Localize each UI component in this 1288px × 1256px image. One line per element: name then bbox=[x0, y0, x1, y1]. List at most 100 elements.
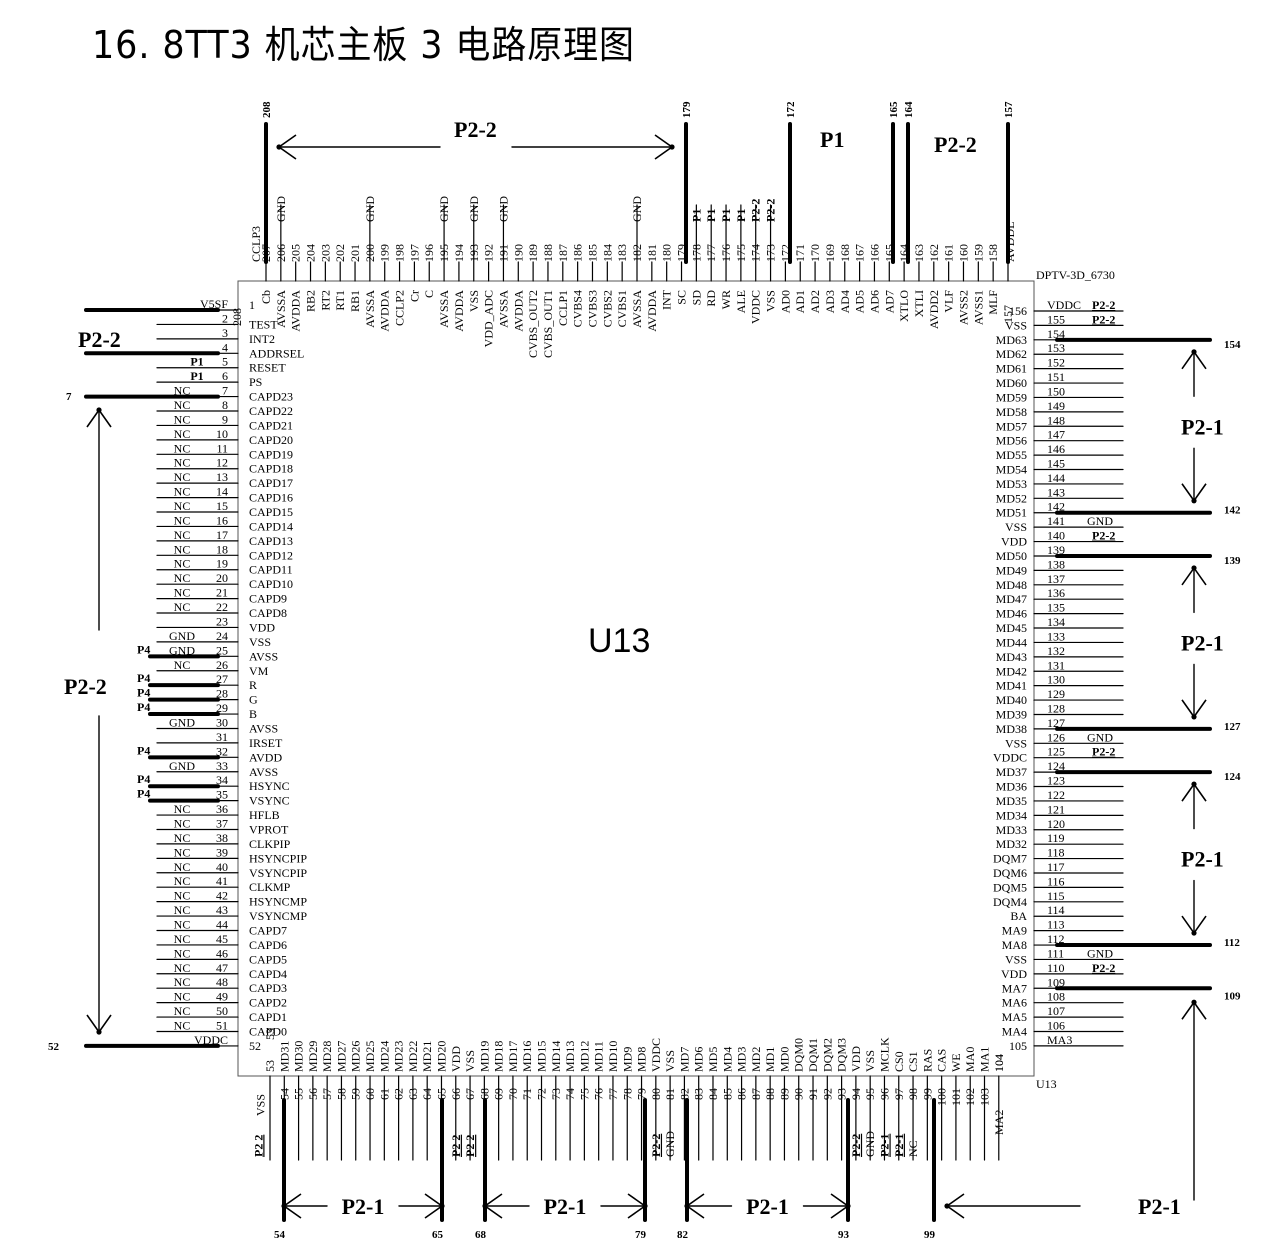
pin-number: 7 bbox=[222, 384, 228, 398]
pin-number: 70 bbox=[506, 1088, 520, 1100]
pin-name: RT2 bbox=[318, 290, 332, 311]
pin-name: MD29 bbox=[306, 1041, 320, 1072]
pin-name: MD18 bbox=[492, 1041, 506, 1072]
net-label: P2 2 bbox=[449, 1135, 463, 1157]
pin-name: MD10 bbox=[606, 1041, 620, 1072]
net-label: VDDC bbox=[194, 1033, 228, 1047]
pin-name: MD32 bbox=[996, 837, 1027, 851]
net-label: NC bbox=[174, 499, 191, 513]
pin-name: MD54 bbox=[996, 463, 1027, 477]
pin-name: VSS bbox=[463, 1050, 477, 1072]
bus-endpoint-52: 52 bbox=[48, 1041, 60, 1053]
pin-number: 37 bbox=[216, 816, 228, 830]
pin-number: 133 bbox=[1047, 629, 1065, 643]
pin-name: CAPD15 bbox=[249, 505, 293, 519]
pin-name: AVDD bbox=[249, 750, 282, 764]
pin-number: 198 bbox=[393, 244, 407, 262]
pin-number: 149 bbox=[1047, 399, 1065, 413]
pin-name: MD58 bbox=[996, 405, 1027, 419]
bus-label-right_4: P2-1 bbox=[1138, 1194, 1181, 1219]
arrow-right-icon-dot bbox=[439, 1203, 445, 1209]
pin-name: DQM0 bbox=[792, 1038, 806, 1072]
pin-name: WE bbox=[949, 1053, 963, 1072]
arrow-left-icon-dot bbox=[281, 1203, 287, 1209]
pin-number: 90 bbox=[792, 1088, 806, 1100]
pin-number: 142 bbox=[1047, 500, 1065, 514]
pin-name: AD0 bbox=[778, 290, 792, 313]
pin-number: 143 bbox=[1047, 485, 1065, 499]
pin-name: MD9 bbox=[620, 1047, 634, 1072]
pin-number: 46 bbox=[216, 946, 228, 960]
pin-name: AD3 bbox=[823, 290, 837, 313]
net-label: NC bbox=[174, 889, 191, 903]
pin-name: DQM2 bbox=[820, 1038, 834, 1072]
pin-name: MD56 bbox=[996, 434, 1027, 448]
net-label: NC bbox=[174, 1019, 191, 1033]
pin-name: 156 bbox=[1009, 304, 1027, 318]
pin-number: 82 bbox=[677, 1088, 691, 1100]
top-pin-207: 207CbCCLP3 bbox=[249, 226, 273, 304]
pin-name: CAPD2 bbox=[249, 996, 287, 1010]
pin-name: AVSS bbox=[249, 765, 278, 779]
pin-name: MD7 bbox=[677, 1047, 691, 1072]
pin-name: CAPD6 bbox=[249, 938, 287, 952]
pin-number: 125 bbox=[1047, 745, 1065, 759]
pin-name: MD16 bbox=[520, 1041, 534, 1072]
net-label: GND bbox=[663, 1131, 677, 1157]
pin-name: 53 bbox=[263, 1028, 277, 1040]
pin-name: VSS bbox=[863, 1050, 877, 1072]
pin-number: 116 bbox=[1047, 874, 1065, 888]
pin-name: AVDDA bbox=[378, 290, 392, 332]
pin-name: MD35 bbox=[996, 794, 1027, 808]
pin-name: MCLK bbox=[877, 1037, 891, 1072]
pin-name: RB2 bbox=[304, 290, 318, 312]
net-label: NC bbox=[174, 600, 191, 614]
pin-number: 60 bbox=[363, 1088, 377, 1100]
pin-name: MD46 bbox=[996, 607, 1027, 621]
bus-endpoint-65: 65 bbox=[432, 1229, 444, 1241]
pin-name: VDD bbox=[1001, 535, 1027, 549]
pin-number: 173 bbox=[764, 244, 778, 262]
net-label: NC bbox=[174, 874, 191, 888]
pin-number: 204 bbox=[304, 244, 318, 262]
p4-label: P4 bbox=[137, 787, 150, 801]
pin-number: 86 bbox=[735, 1088, 749, 1100]
pin-number: 176 bbox=[719, 244, 733, 262]
right-pin-149: 149 MD58 bbox=[996, 399, 1124, 419]
pin-name: VDD bbox=[849, 1046, 863, 1072]
pin-name: MA1 bbox=[978, 1047, 992, 1072]
pin-number: 22 bbox=[216, 600, 228, 614]
pin-number: 103 bbox=[978, 1088, 992, 1106]
pin-name: RB1 bbox=[348, 290, 362, 312]
pin-name: MD57 bbox=[996, 419, 1027, 433]
pin-name: VSS bbox=[1005, 952, 1027, 966]
